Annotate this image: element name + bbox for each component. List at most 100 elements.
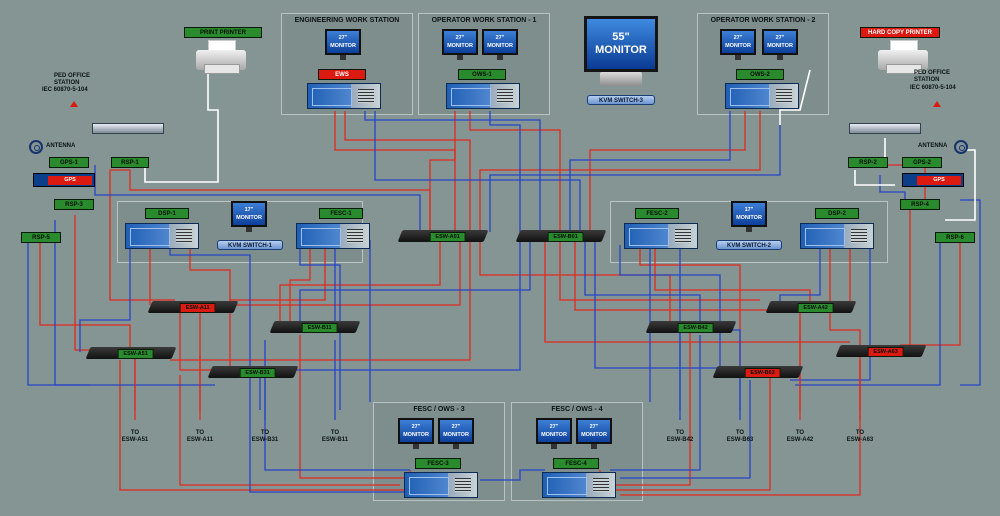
ethernet-switch-esw-b42: ESW-B42 — [645, 321, 737, 333]
antenna-right-label: ANTENNA — [918, 143, 948, 149]
ews-label: EWS — [318, 69, 366, 80]
dsp2-label: DSP-2 — [815, 208, 859, 219]
monitor: 17" MONITOR — [731, 201, 767, 232]
fesc3-panel-title: FESC / OWS - 3 — [413, 406, 465, 413]
monitor: 27" MONITOR — [438, 418, 474, 449]
ows2-server — [725, 83, 799, 109]
ethernet-switch-esw-a51: ESW-A51 — [85, 347, 177, 359]
ethernet-switch-esw-a01: ESW-A01 — [397, 230, 489, 242]
monitor: 27" MONITOR — [325, 29, 361, 60]
monitor: 27" MONITOR — [536, 418, 572, 449]
fesc2-server — [624, 223, 698, 249]
ows2-panel-title: OPERATOR WORK STATION - 2 — [710, 17, 816, 24]
gateway-rack-left — [92, 123, 164, 134]
arrow-up-icon — [70, 101, 78, 107]
ped-office-left-title: PED OFFICE — [54, 73, 91, 79]
white-printer-links — [144, 69, 976, 221]
hard-copy-printer-label: HARD COPY PRINTER — [860, 27, 940, 38]
esw-b42-label: ESW-B42 — [677, 323, 714, 333]
fesc3-label: FESC-3 — [415, 458, 461, 469]
monitor: 27" MONITOR — [762, 29, 798, 60]
ped-office-right-title: PED OFFICE — [914, 70, 951, 76]
kvm-switch-3: KVM SWITCH-3 — [587, 95, 655, 105]
ews-server — [307, 83, 381, 109]
fesc3-server — [404, 472, 478, 498]
gps1-label: GPS-1 — [49, 157, 89, 168]
dsp1-label: DSP-1 — [145, 208, 189, 219]
large-monitor-stand — [600, 72, 642, 86]
rsp5-label: RSP-5 — [21, 232, 61, 243]
monitor: 27" MONITOR — [482, 29, 518, 60]
ped-office-right-iec: IEC 60870-5-104 — [910, 85, 956, 91]
gateway-rack-right — [849, 123, 921, 134]
dsp2-server — [800, 223, 874, 249]
esw-a51-label: ESW-A51 — [117, 349, 154, 359]
fesc1-server — [296, 223, 370, 249]
gps2-label: GPS-2 — [902, 157, 942, 168]
rsp1-label: RSP-1 — [111, 157, 149, 168]
esw-a11-label: ESW-A11 — [179, 303, 216, 313]
ethernet-switch-esw-a63: ESW-A63 — [835, 345, 927, 357]
rsp2-label: RSP-2 — [848, 157, 888, 168]
antenna-icon — [954, 140, 968, 154]
print-printer-label: PRINT PRINTER — [184, 27, 262, 38]
antenna-icon — [29, 140, 43, 154]
fesc4-server — [542, 472, 616, 498]
dsp1-server — [125, 223, 199, 249]
ews-panel-title: ENGINEERING WORK STATION — [294, 17, 400, 24]
fesc4-panel-title: FESC / OWS - 4 — [551, 406, 603, 413]
ethernet-switch-esw-b01: ESW-B01 — [515, 230, 607, 242]
ethernet-switch-esw-b63: ESW-B63 — [712, 366, 804, 378]
rsp6-label: RSP-6 — [935, 232, 975, 243]
esw-a01-label: ESW-A01 — [429, 232, 466, 242]
esw-a42-label: ESW-A42 — [797, 303, 834, 313]
ows2-label: OWS-2 — [736, 69, 784, 80]
gps2-receiver-badge: GPS — [917, 176, 961, 185]
gps1-receiver: GPS — [33, 173, 95, 187]
ped-office-right-station: STATION — [914, 77, 940, 83]
monitor: 27" MONITOR — [442, 29, 478, 60]
rsp3-label: RSP-3 — [54, 199, 94, 210]
kvm-switch-2: KVM SWITCH-2 — [716, 240, 782, 250]
esw-b01-label: ESW-B01 — [547, 232, 584, 242]
printer-icon — [196, 40, 246, 74]
gps2-receiver: GPS — [902, 173, 964, 187]
ethernet-switch-esw-a42: ESW-A42 — [765, 301, 857, 313]
arrow-up-icon — [933, 101, 941, 107]
printer-icon — [878, 40, 928, 74]
ped-office-left-station: STATION — [54, 80, 80, 86]
esw-a63-label: ESW-A63 — [867, 347, 904, 357]
large-monitor: 55" MONITOR — [584, 16, 658, 72]
rsp4-label: RSP-4 — [900, 199, 940, 210]
fesc1-label: FESC-1 — [319, 208, 363, 219]
ows1-server — [446, 83, 520, 109]
esw-b31-label: ESW-B31 — [239, 368, 276, 378]
monitor: 27" MONITOR — [576, 418, 612, 449]
gps1-receiver-badge: GPS — [48, 176, 92, 185]
esw-b11-label: ESW-B11 — [301, 323, 338, 333]
ows1-panel-title: OPERATOR WORK STATION - 1 — [431, 17, 537, 24]
ows1-label: OWS-1 — [458, 69, 506, 80]
antenna-left-label: ANTENNA — [46, 143, 76, 149]
ethernet-switch-esw-b11: ESW-B11 — [269, 321, 361, 333]
fesc2-label: FESC-2 — [635, 208, 679, 219]
ethernet-switch-esw-b31: ESW-B31 — [207, 366, 299, 378]
monitor: 27" MONITOR — [398, 418, 434, 449]
ped-office-left-iec: IEC 60870-5-104 — [42, 87, 88, 93]
monitor: 17" MONITOR — [231, 201, 267, 232]
fesc4-label: FESC-4 — [553, 458, 599, 469]
esw-b63-label: ESW-B63 — [744, 368, 781, 378]
kvm-switch-1: KVM SWITCH-1 — [217, 240, 283, 250]
monitor: 27" MONITOR — [720, 29, 756, 60]
ethernet-switch-esw-a11: ESW-A11 — [147, 301, 239, 313]
